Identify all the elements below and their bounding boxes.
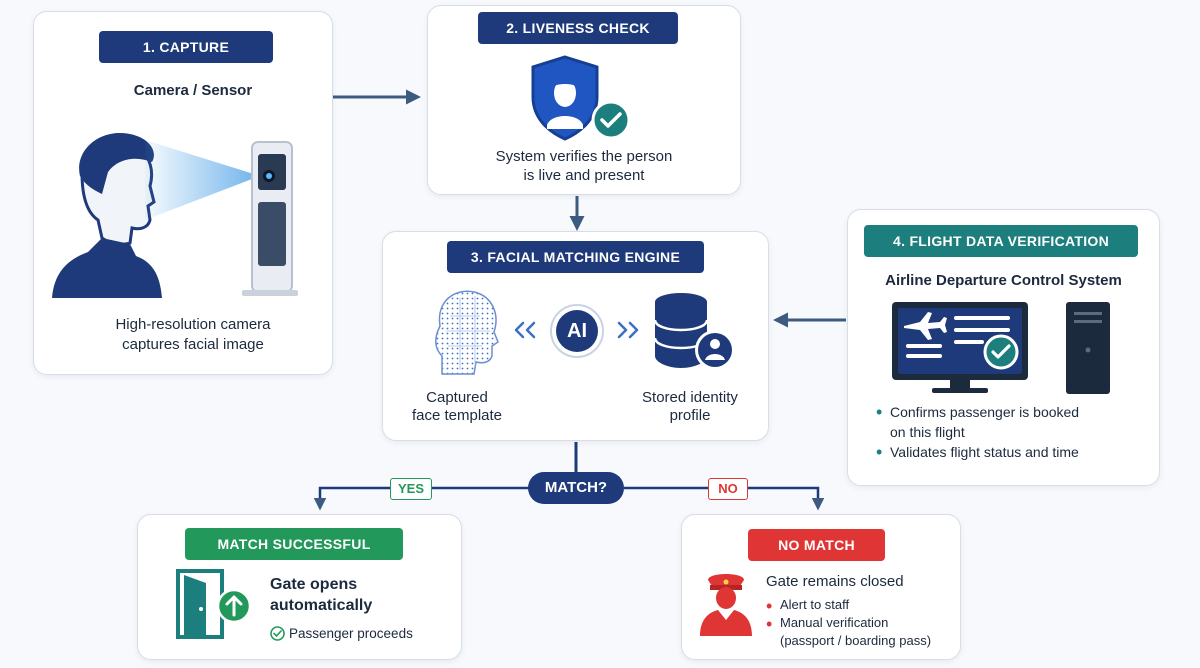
nomatch-bullet-alert: Alert to staff (766, 596, 888, 616)
captured-label-line1: Captured (426, 389, 488, 406)
success-check-text: Passenger proceeds (289, 626, 413, 641)
matching-header: 3. FACIAL MATCHING ENGINE (447, 241, 704, 273)
check-circle-icon (270, 626, 285, 641)
nomatch-bullet-manual-cont: (passport / boarding pass) (780, 633, 932, 648)
flight-header: 4. FLIGHT DATA VERIFICATION (864, 225, 1138, 257)
face-template-icon (435, 290, 499, 375)
chevron-left-icon (514, 321, 536, 339)
scan-beam (145, 140, 260, 220)
success-header: MATCH SUCCESSFUL (185, 528, 403, 560)
server-tower-icon (1066, 302, 1110, 394)
capture-caption-line1: High-resolution camera (115, 316, 271, 333)
liveness-caption-line2: is live and present (523, 167, 645, 184)
capture-subtitle: Camera / Sensor (133, 82, 253, 99)
person-profile-icon (52, 133, 162, 298)
no-label: NO (708, 478, 748, 500)
stored-label-line1: Stored identity (642, 389, 738, 406)
check-badge-icon (983, 334, 1019, 370)
ai-label: AI (567, 320, 587, 342)
nomatch-title: Gate remains closed (766, 573, 904, 590)
liveness-header: 2. LIVENESS CHECK (478, 12, 678, 44)
arrow-yes-branch (313, 486, 530, 511)
nomatch-header: NO MATCH (748, 529, 885, 561)
yes-label: YES (390, 478, 432, 500)
capture-header: 1. CAPTURE (99, 31, 273, 63)
capture-caption-line2: captures facial image (122, 336, 264, 353)
match-decision: MATCH? (528, 472, 624, 504)
liveness-caption-line1: System verifies the person (495, 148, 673, 165)
flight-bullet-status: Validates flight status and time (876, 442, 1079, 462)
shield-face-icon (531, 55, 599, 141)
flight-bullets-2: Validates flight status and time (876, 442, 1079, 462)
check-badge-icon (591, 100, 631, 140)
security-staff-icon (700, 574, 752, 636)
flight-bullets: Confirms passenger is booked (876, 402, 1079, 422)
captured-label-line2: face template (411, 407, 503, 424)
ai-badge-icon (550, 304, 604, 358)
arrow-no-branch (624, 486, 825, 511)
flight-subtitle: Airline Departure Control System (885, 272, 1122, 289)
flight-bullet-booked: Confirms passenger is booked (876, 402, 1079, 422)
stored-label-line2: profile (669, 407, 711, 424)
nomatch-bullets: Alert to staff Manual verification (766, 596, 888, 634)
success-line1: Gate opens (270, 576, 358, 593)
database-user-icon (653, 293, 735, 370)
chevron-right-icon (617, 321, 639, 339)
camera-kiosk-icon (242, 141, 298, 296)
success-line2: automatically (270, 597, 373, 614)
flight-bullet-booked-cont: on this flight (890, 424, 965, 440)
arrow-up-icon (216, 588, 252, 624)
nomatch-bullet-manual: Manual verification (766, 614, 888, 634)
